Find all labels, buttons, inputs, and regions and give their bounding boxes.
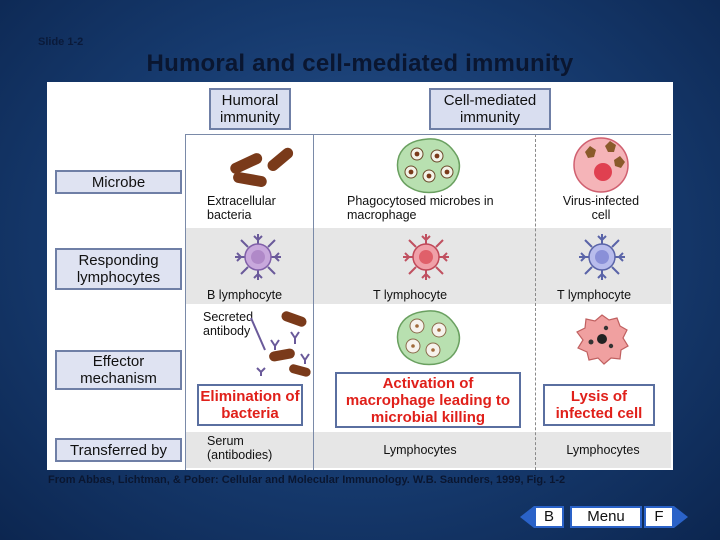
navigation-bar: B Menu F bbox=[520, 506, 688, 528]
b-lymphocyte-illustration bbox=[235, 234, 281, 280]
activated-macrophage-illustration bbox=[396, 310, 461, 366]
effect-lysis: Lysis of infected cell bbox=[543, 384, 655, 426]
humoral-header: Humoral immunity bbox=[209, 88, 291, 130]
t-lymphocyte-illustration bbox=[403, 234, 449, 280]
figure-panel: Humoral immunity Cell-mediated immunity … bbox=[47, 82, 673, 470]
caption-extracellular: Extracellular bacteria bbox=[207, 194, 276, 222]
caption-virus: Virus-infected cell bbox=[562, 194, 640, 222]
effect-elimination: Elimination of bacteria bbox=[197, 384, 303, 426]
back-button-shape bbox=[520, 506, 564, 528]
row-label-responding: Responding lymphocytes bbox=[55, 248, 182, 290]
caption-phagocytosed: Phagocytosed microbes in macrophage bbox=[347, 194, 494, 222]
virus-infected-cell-illustration bbox=[573, 137, 629, 193]
slide-title: Humoral and cell-mediated immunity bbox=[146, 50, 574, 77]
caption-secreted-antibody: Secreted antibody bbox=[203, 310, 254, 338]
forward-button[interactable]: F bbox=[654, 508, 664, 525]
column-divider-dashed bbox=[535, 134, 536, 470]
row-label-transferred: Transferred by bbox=[55, 438, 182, 462]
header-rule bbox=[185, 134, 671, 135]
row-label-microbe: Microbe bbox=[55, 170, 182, 194]
row-label-effector: Effector mechanism bbox=[55, 350, 182, 390]
column-divider bbox=[185, 134, 186, 470]
antibody-bacteria-illustration bbox=[250, 311, 311, 377]
transfer-serum: Serum (antibodies) bbox=[207, 434, 273, 462]
caption-b-lymphocyte: B lymphocyte bbox=[207, 288, 283, 302]
back-button[interactable]: B bbox=[543, 508, 554, 525]
bacteria-illustration bbox=[230, 147, 294, 187]
caption-t-lymphocyte-2: T lymphocyte bbox=[557, 288, 632, 302]
menu-button[interactable]: Menu bbox=[587, 508, 625, 525]
transfer-lymphocytes-1: Lymphocytes bbox=[383, 443, 457, 457]
transfer-lymphocytes-2: Lymphocytes bbox=[566, 443, 640, 457]
slide-label: Slide 1-2 bbox=[38, 36, 84, 48]
figure-credit: From Abbas, Lichtman, & Pober: Cellular … bbox=[48, 474, 566, 486]
t-lymphocyte-illustration bbox=[579, 234, 625, 280]
caption-t-lymphocyte-1: T lymphocyte bbox=[373, 288, 448, 302]
forward-button-shape bbox=[644, 506, 688, 528]
column-divider bbox=[313, 134, 314, 470]
lysed-cell-illustration bbox=[576, 314, 629, 365]
menu-button-frame bbox=[570, 506, 642, 528]
effect-activation: Activation of macrophage leading to micr… bbox=[335, 372, 521, 428]
transfer-band bbox=[185, 432, 671, 468]
macrophage-illustration bbox=[396, 138, 461, 194]
cell-mediated-header: Cell-mediated immunity bbox=[429, 88, 551, 130]
